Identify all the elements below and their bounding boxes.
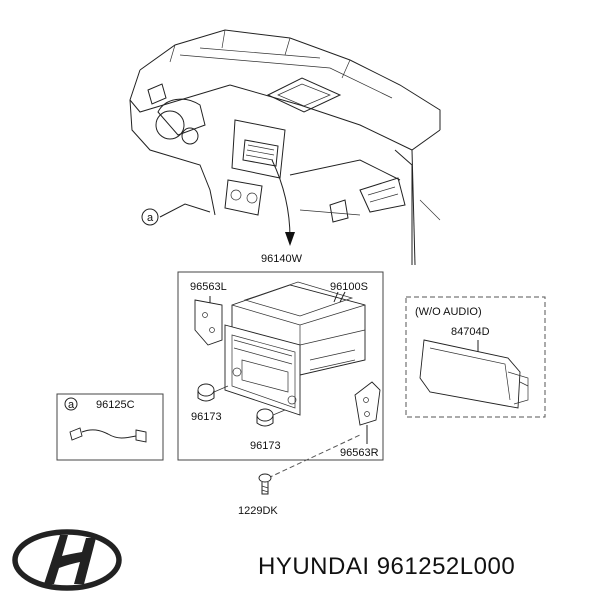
- wo-audio-box: [405, 296, 546, 418]
- cable: [69, 427, 147, 443]
- brand-part-text: HYUNDAI 961252L000: [258, 553, 515, 581]
- blank-cover: [419, 339, 529, 409]
- brand-name: HYUNDAI: [258, 553, 370, 580]
- wo-audio-title: (W/O AUDIO): [415, 306, 482, 318]
- screw: [258, 434, 361, 495]
- screw-label: 1229DK: [238, 505, 278, 517]
- cable-label: 96125C: [96, 399, 135, 411]
- dashboard-illustration: [129, 29, 441, 266]
- knob-2-label: 96173: [250, 440, 281, 452]
- audio-unit-label: 96100S: [330, 281, 368, 293]
- knob-1-label: 96173: [191, 411, 222, 423]
- cover-label: 84704D: [451, 326, 490, 338]
- audio-parts-box: [177, 271, 384, 461]
- callout-a-text: a: [147, 212, 154, 224]
- assembly-label: 96140W: [261, 253, 303, 265]
- audio-head-unit: [224, 281, 366, 416]
- cable-callout-circle: [64, 397, 78, 411]
- knob-2: [256, 408, 286, 427]
- bracket-left-label: 96563L: [190, 281, 227, 293]
- cable-callout-text: a: [68, 399, 75, 411]
- cable-box: [56, 393, 164, 461]
- callout-a: a: [141, 208, 159, 226]
- bracket-right: [354, 381, 381, 444]
- knob-1: [197, 383, 229, 402]
- part-number: 961252L000: [376, 553, 516, 580]
- hyundai-logo-icon: [12, 529, 122, 591]
- bracket-left: [194, 296, 223, 346]
- bracket-right-label: 96563R: [340, 447, 379, 459]
